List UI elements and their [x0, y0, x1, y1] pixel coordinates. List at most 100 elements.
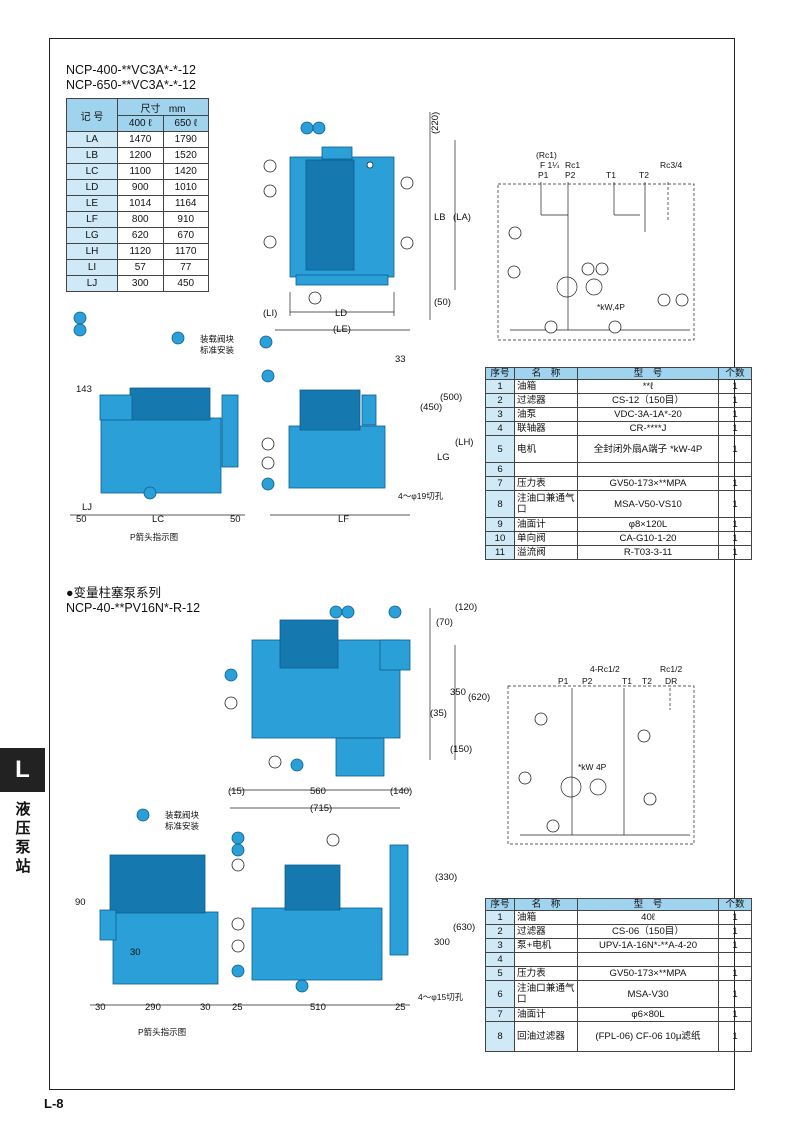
dim-560: 560 — [310, 786, 326, 797]
dim-le: (LE) — [333, 324, 351, 335]
dim-90: 90 — [75, 897, 86, 908]
dim-50a: (50) — [434, 297, 451, 308]
dim-30c: 30 — [130, 947, 141, 958]
dim-50c: 50 — [230, 514, 241, 525]
parts-qty: 1 — [718, 379, 752, 394]
dim-symbol: LD — [66, 179, 118, 196]
hole-note-2: 4～φ15切孔 — [418, 992, 464, 1002]
dim-15: (15) — [228, 786, 245, 797]
valve-note3: 装载阀块 — [165, 810, 200, 820]
dim-140: (140) — [390, 786, 412, 797]
dim-lg: LG — [437, 452, 450, 463]
parts-qty: 1 — [718, 980, 752, 1008]
dim-450: (450) — [420, 402, 442, 413]
parts-no: 3 — [485, 938, 515, 953]
dim-lj: LJ — [82, 502, 92, 513]
unit1-hydraulic-circuit: (Rc1) F 1¼ Rc1 P1 P2 T1 T2 Rc3/4 *kW,4P — [497, 150, 695, 341]
dim-symbol: LJ — [66, 275, 118, 292]
parts-no: 8 — [485, 490, 515, 518]
dim-30b: 30 — [200, 1002, 211, 1013]
dim-col-size: 尺寸 mm — [117, 98, 209, 116]
dim-220: (220) — [430, 112, 441, 134]
dim-50b: 50 — [76, 514, 87, 525]
parts-model: 全封闭外扇A端子 *kW-4P — [577, 435, 719, 463]
dim-ld: LD — [335, 308, 347, 319]
circ1-port-f114a: F 1¼ — [540, 160, 560, 170]
dim-30a: 30 — [95, 1002, 106, 1013]
dim-500: (500) — [440, 392, 462, 403]
dim-lh: (LH) — [455, 437, 473, 448]
dim-value-400: 300 — [117, 275, 164, 292]
unit1-side-view-right: LF 33 (450) (500) (LH) LG 4～φ19切孔 — [261, 354, 473, 525]
circ2-port-t2: T2 — [642, 676, 652, 686]
p-arrow-caption-2: P箭头指示图 — [138, 1027, 186, 1037]
dim-620: (620) — [468, 692, 490, 703]
parts1-h-no: 序号 — [485, 367, 515, 380]
dim-lc: LC — [152, 514, 164, 525]
dim-290: 290 — [145, 1002, 161, 1013]
model-title-3: NCP-40-**PV16N*-R-12 — [66, 601, 201, 615]
dim-330: (330) — [435, 872, 457, 883]
parts1-h-model: 型 号 — [577, 367, 719, 380]
circ1-port-rc34: Rc3/4 — [660, 160, 682, 170]
parts-no: 1 — [485, 379, 515, 394]
unit1-front-view: (220) LB (LA) (50) (LI) LD (LE) — [263, 112, 471, 335]
parts-no: 8 — [485, 1021, 515, 1052]
parts-no: 10 — [485, 531, 515, 546]
circ2-kw: *kW 4P — [578, 762, 607, 772]
circ1-port-t2: T2 — [639, 170, 649, 180]
series-title: ●变量柱塞泵系列 — [66, 586, 162, 600]
p-arrow-caption-1: P箭头指示图 — [130, 532, 178, 542]
section-title: 液压泵站 — [15, 801, 31, 875]
parts-no: 5 — [485, 966, 515, 981]
dim-lf: LF — [338, 514, 349, 525]
parts2-h-no: 序号 — [485, 898, 515, 911]
unit2-side-view-right: 25 510 25 (330) 300 (630) 4～φ15切孔 — [230, 831, 475, 1013]
parts-no: 2 — [485, 393, 515, 408]
unit1-callouts — [263, 121, 414, 305]
hole-note-1: 4～φ19切孔 — [398, 491, 444, 501]
page-frame — [49, 38, 735, 1090]
parts2-h-qty: 个数 — [718, 898, 752, 911]
parts-qty: 1 — [718, 1021, 752, 1052]
model-title-1: NCP-400-**VC3A*-*-12 — [66, 63, 196, 77]
valve-note1: 装载阀块 — [200, 334, 235, 344]
unit2-side-view-left: 30 290 30 30 90 P箭头指示图 装载阀块 标准安装 — [75, 808, 230, 1037]
circ2-port-p2: P2 — [582, 676, 593, 686]
circ1-port-t1: T1 — [606, 170, 616, 180]
dim-143: 143 — [76, 384, 92, 395]
valve-note4: 标准安装 — [165, 821, 200, 831]
dim-715: (715) — [310, 803, 332, 814]
circ2-port-t1: T1 — [622, 676, 632, 686]
dim-300: 300 — [434, 937, 450, 948]
circ2-port-dr: DR — [665, 676, 677, 686]
dim-35: (35) — [430, 708, 447, 719]
unit2-hydraulic-circuit: 4-Rc1/2 Rc1/2 P1 P2 T1 T2 DR *kW 4P — [507, 664, 695, 845]
dim-col-650: 650 ℓ — [162, 115, 209, 132]
dim-col-symbol: 记 号 — [66, 98, 118, 132]
valve-note2: 标准安装 — [200, 345, 235, 355]
unit2-front-view: (15) 560 (140) (715) (70) (120) 350 (620… — [224, 602, 490, 814]
parts-qty: 1 — [718, 545, 752, 560]
parts-model: MSA-V50-VS10 — [577, 490, 719, 518]
dim-li-left: (LI) — [263, 308, 277, 319]
dim-symbol: LF — [66, 211, 118, 228]
dim-25b: 25 — [395, 1002, 406, 1013]
dim-lb: LB — [434, 212, 446, 223]
parts-row: 4 — [485, 952, 752, 967]
